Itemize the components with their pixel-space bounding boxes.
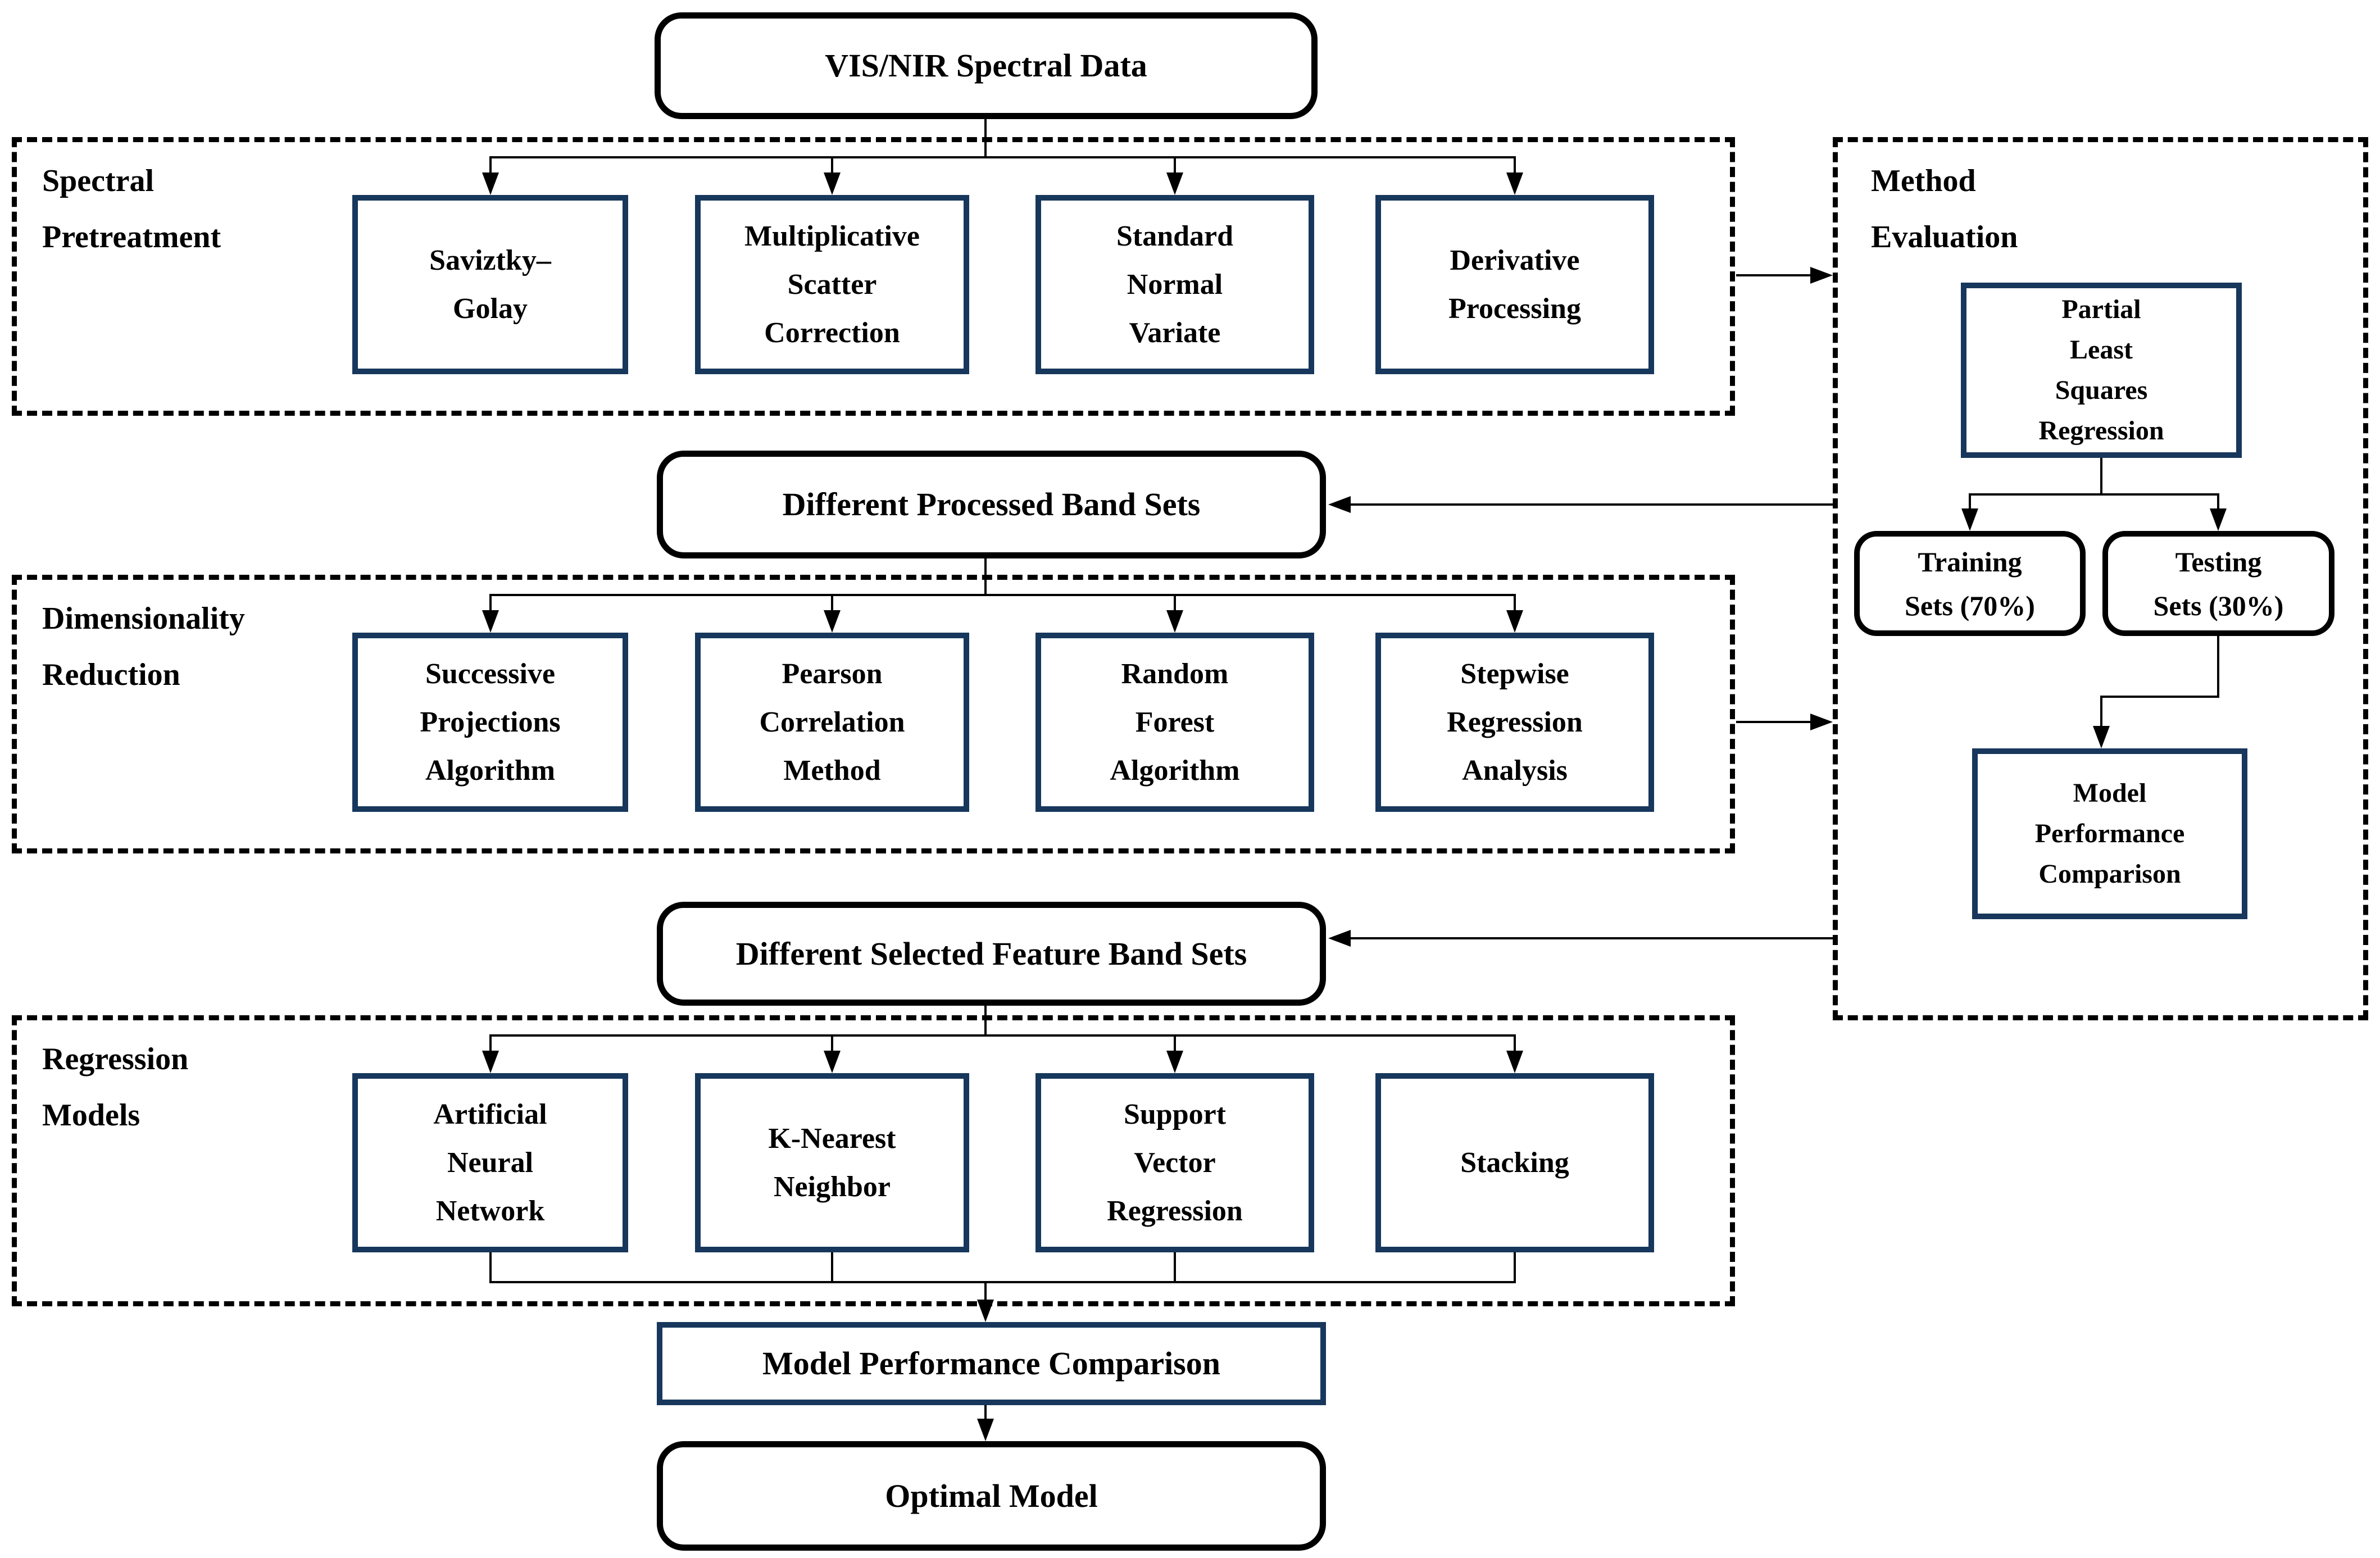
connector-branch1-drop3 bbox=[1174, 156, 1176, 175]
arrow-head-to-mpc-bottom bbox=[977, 1300, 994, 1322]
section-dimensionality-reduction-label: Dimensionality Reduction bbox=[42, 601, 245, 692]
node-savitzky-golay: Saviztky– Golay bbox=[352, 195, 628, 374]
arrow-head-to-ann bbox=[482, 1051, 499, 1073]
arrow-head-to-svr bbox=[1166, 1051, 1183, 1073]
node-support-vector-regression: Support Vector Regression bbox=[1035, 1073, 1314, 1252]
arrow-head-to-snv bbox=[1166, 172, 1183, 195]
arrow-head-to-sg bbox=[482, 172, 499, 195]
connector-collector bbox=[489, 1281, 1516, 1283]
arrow-head-to-pcm bbox=[824, 610, 841, 633]
node-artificial-neural-network: Artificial Neural Network bbox=[352, 1073, 628, 1252]
node-testing-sets: Testing Sets (30%) bbox=[2102, 531, 2334, 636]
connector-branch2-drop4 bbox=[1514, 594, 1516, 612]
node-partial-least-squares-regression: Partial Least Squares Regression bbox=[1961, 283, 2242, 458]
connector-me-to-dpbs bbox=[1348, 503, 1833, 506]
node-multiplicative-scatter-correction: Multiplicative Scatter Correction bbox=[695, 195, 969, 374]
connector-mpc-to-optimal bbox=[984, 1405, 987, 1421]
node-vis-nir-spectral-data: VIS/NIR Spectral Data bbox=[655, 12, 1318, 119]
section-dimensionality-reduction-frame bbox=[12, 575, 1735, 853]
section-regression-models-frame bbox=[12, 1015, 1735, 1306]
arrow-head-to-training bbox=[1961, 508, 1978, 531]
connector-stacking-stub bbox=[1514, 1252, 1516, 1283]
arrow-head-to-msc bbox=[824, 172, 841, 195]
node-stacking: Stacking bbox=[1375, 1073, 1654, 1252]
arrow-head-me-to-dsfbs bbox=[1328, 930, 1351, 947]
section-regression-models-label: Regression Models bbox=[42, 1042, 189, 1133]
connector-branch3-drop2 bbox=[831, 1034, 833, 1053]
arrow-head-pretreatment-to-me bbox=[1810, 267, 1833, 284]
arrow-head-to-rfa bbox=[1166, 610, 1183, 633]
connector-branch2-drop2 bbox=[831, 594, 833, 612]
connector-branch1-drop2 bbox=[831, 156, 833, 175]
connector-dimreduction-to-me bbox=[1736, 721, 1812, 723]
arrow-head-to-knn bbox=[824, 1051, 841, 1073]
connector-me-to-dsfbs bbox=[1348, 937, 1833, 939]
arrow-head-to-sra bbox=[1506, 610, 1523, 633]
connector-dsfbs-down bbox=[984, 1006, 987, 1037]
arrow-head-to-spa bbox=[482, 610, 499, 633]
connector-plsr-split bbox=[1969, 493, 2219, 496]
connector-collector-down bbox=[984, 1281, 987, 1302]
arrow-head-dimreduction-to-me bbox=[1810, 714, 1833, 730]
connector-plsr-down bbox=[2100, 458, 2102, 496]
connector-branch3-drop1 bbox=[489, 1034, 492, 1053]
connector-branch1-drop4 bbox=[1514, 156, 1516, 175]
node-training-sets: Training Sets (70%) bbox=[1854, 531, 2086, 636]
connector-visnir-down bbox=[984, 119, 987, 158]
connector-split-drop-right bbox=[2217, 493, 2219, 511]
connector-pretreatment-to-me bbox=[1736, 274, 1812, 276]
node-optimal-model: Optimal Model bbox=[657, 1441, 1326, 1551]
connector-branch1-drop1 bbox=[489, 156, 492, 175]
connector-testing-down bbox=[2217, 636, 2219, 698]
connector-branch3-drop4 bbox=[1514, 1034, 1516, 1053]
node-derivative-processing: Derivative Processing bbox=[1375, 195, 1654, 374]
section-method-evaluation-label: Method Evaluation bbox=[1871, 163, 2018, 255]
connector-ann-stub bbox=[489, 1252, 492, 1283]
connector-branch2 bbox=[489, 594, 1515, 596]
node-stepwise-regression-analysis: Stepwise Regression Analysis bbox=[1375, 633, 1654, 812]
connector-split-drop-left bbox=[1969, 493, 1971, 511]
node-k-nearest-neighbor: K-Nearest Neighbor bbox=[695, 1073, 969, 1252]
connector-svr-stub bbox=[1174, 1252, 1176, 1283]
section-method-evaluation-frame bbox=[1833, 137, 2368, 1020]
connector-branch1 bbox=[490, 156, 1515, 158]
connector-dpbs-down bbox=[984, 558, 987, 596]
node-random-forest-algorithm: Random Forest Algorithm bbox=[1035, 633, 1314, 812]
arrow-head-to-mpc-right bbox=[2093, 726, 2110, 748]
connector-testing-down2 bbox=[2100, 696, 2102, 729]
arrow-head-to-dp bbox=[1506, 172, 1523, 195]
connector-branch3-drop3 bbox=[1174, 1034, 1176, 1053]
arrow-head-to-testing bbox=[2210, 508, 2227, 531]
arrow-head-to-optimal bbox=[977, 1419, 994, 1441]
node-successive-projections-algorithm: Successive Projections Algorithm bbox=[352, 633, 628, 812]
section-spectral-pretreatment-label: Spectral Pretreatment bbox=[42, 163, 221, 255]
arrow-head-me-to-dpbs bbox=[1328, 496, 1351, 513]
connector-knn-stub bbox=[831, 1252, 833, 1283]
node-model-performance-comparison-bottom: Model Performance Comparison bbox=[657, 1322, 1326, 1405]
node-standard-normal-variate: Standard Normal Variate bbox=[1035, 195, 1314, 374]
connector-branch2-drop1 bbox=[489, 594, 492, 612]
node-different-selected-feature-band-sets: Different Selected Feature Band Sets bbox=[657, 902, 1326, 1006]
connector-branch3 bbox=[490, 1034, 1515, 1037]
node-different-processed-band-sets: Different Processed Band Sets bbox=[657, 451, 1326, 558]
arrow-head-to-stacking bbox=[1506, 1051, 1523, 1073]
connector-testing-left bbox=[2100, 696, 2219, 698]
node-pearson-correlation-method: Pearson Correlation Method bbox=[695, 633, 969, 812]
node-model-performance-comparison-right: Model Performance Comparison bbox=[1972, 748, 2247, 919]
section-spectral-pretreatment-frame bbox=[12, 137, 1735, 416]
connector-branch2-drop3 bbox=[1174, 594, 1176, 612]
